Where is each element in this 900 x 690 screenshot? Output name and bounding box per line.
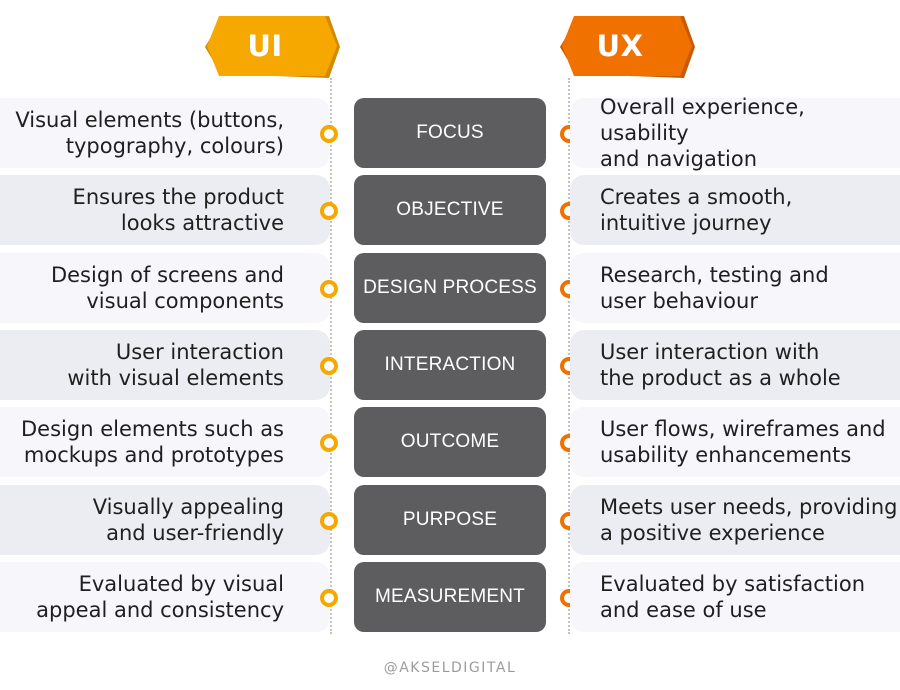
ui-description-cell: Design of screens and visual components bbox=[0, 253, 330, 323]
ui-description: Ensures the product looks attractive bbox=[72, 185, 284, 235]
ui-bullet-icon bbox=[320, 125, 338, 143]
ui-header-badge: UI bbox=[205, 16, 340, 78]
ux-header-badge: UX bbox=[560, 16, 695, 78]
ux-description: Meets user needs, providing a positive e… bbox=[600, 495, 898, 545]
comparison-row: Design of screens and visual components D… bbox=[0, 253, 900, 323]
criterion-label: MEASUREMENT bbox=[354, 562, 546, 632]
comparison-row: Evaluated by visual appeal and consisten… bbox=[0, 562, 900, 632]
criterion-label: OBJECTIVE bbox=[354, 175, 546, 245]
ux-description: User flows, wireframes and usability enh… bbox=[600, 417, 886, 467]
criterion-label: PURPOSE bbox=[354, 485, 546, 555]
criterion-label: INTERACTION bbox=[354, 330, 546, 400]
ui-description: Design elements such as mockups and prot… bbox=[21, 417, 284, 467]
ui-description-cell: Visually appealing and user-friendly bbox=[0, 485, 330, 555]
ui-bullet-icon bbox=[320, 280, 338, 298]
ui-description: User interaction with visual elements bbox=[67, 340, 284, 390]
ux-description-cell: User flows, wireframes and usability enh… bbox=[570, 407, 900, 477]
criterion-label: DESIGN PROCESS bbox=[354, 253, 546, 323]
ux-dotted-connector bbox=[568, 78, 570, 634]
ui-bullet-icon bbox=[320, 357, 338, 375]
ui-description: Evaluated by visual appeal and consisten… bbox=[36, 572, 284, 622]
ux-header-label: UX bbox=[596, 29, 644, 63]
ui-description: Visually appealing and user-friendly bbox=[92, 495, 284, 545]
ui-dotted-connector bbox=[330, 78, 332, 634]
criterion-label: FOCUS bbox=[354, 98, 546, 168]
ui-bullet-icon bbox=[320, 202, 338, 220]
ux-description: Evaluated by satisfaction and ease of us… bbox=[600, 572, 866, 622]
ui-bullet-icon bbox=[320, 512, 338, 530]
ux-description-cell: User interaction with the product as a w… bbox=[570, 330, 900, 400]
ui-description-cell: User interaction with visual elements bbox=[0, 330, 330, 400]
footer-credit: @AKSELDIGITAL bbox=[383, 660, 517, 676]
comparison-row: Visually appealing and user-friendly PURP… bbox=[0, 485, 900, 555]
ux-description-cell: Evaluated by satisfaction and ease of us… bbox=[570, 562, 900, 632]
ui-description-cell: Design elements such as mockups and prot… bbox=[0, 407, 330, 477]
ux-description-cell: Overall experience, usability and naviga… bbox=[570, 95, 900, 171]
comparison-row: Design elements such as mockups and prot… bbox=[0, 407, 900, 477]
ui-bullet-icon bbox=[320, 589, 338, 607]
ui-description-cell: Ensures the product looks attractive bbox=[0, 175, 330, 245]
comparison-row: User interaction with visual elements INT… bbox=[0, 330, 900, 400]
criterion-label: OUTCOME bbox=[354, 407, 546, 477]
ux-description: User interaction with the product as a w… bbox=[600, 340, 841, 390]
comparison-row: Visual elements (buttons, typography, co… bbox=[0, 95, 900, 171]
ux-description-cell: Research, testing and user behaviour bbox=[570, 253, 900, 323]
ux-description-cell: Meets user needs, providing a positive e… bbox=[570, 485, 900, 555]
ui-description-cell: Visual elements (buttons, typography, co… bbox=[0, 98, 330, 168]
ux-description-cell: Creates a smooth, intuitive journey bbox=[570, 175, 900, 245]
ui-description: Visual elements (buttons, typography, co… bbox=[15, 108, 284, 158]
ui-header-label: UI bbox=[247, 29, 283, 63]
ux-description: Creates a smooth, intuitive journey bbox=[600, 185, 793, 235]
comparison-row: Ensures the product looks attractive OBJE… bbox=[0, 175, 900, 245]
ux-description: Research, testing and user behaviour bbox=[600, 263, 829, 313]
ux-description: Overall experience, usability and naviga… bbox=[600, 95, 805, 171]
ui-description-cell: Evaluated by visual appeal and consisten… bbox=[0, 562, 330, 632]
ui-description: Design of screens and visual components bbox=[50, 263, 284, 313]
ui-bullet-icon bbox=[320, 434, 338, 452]
